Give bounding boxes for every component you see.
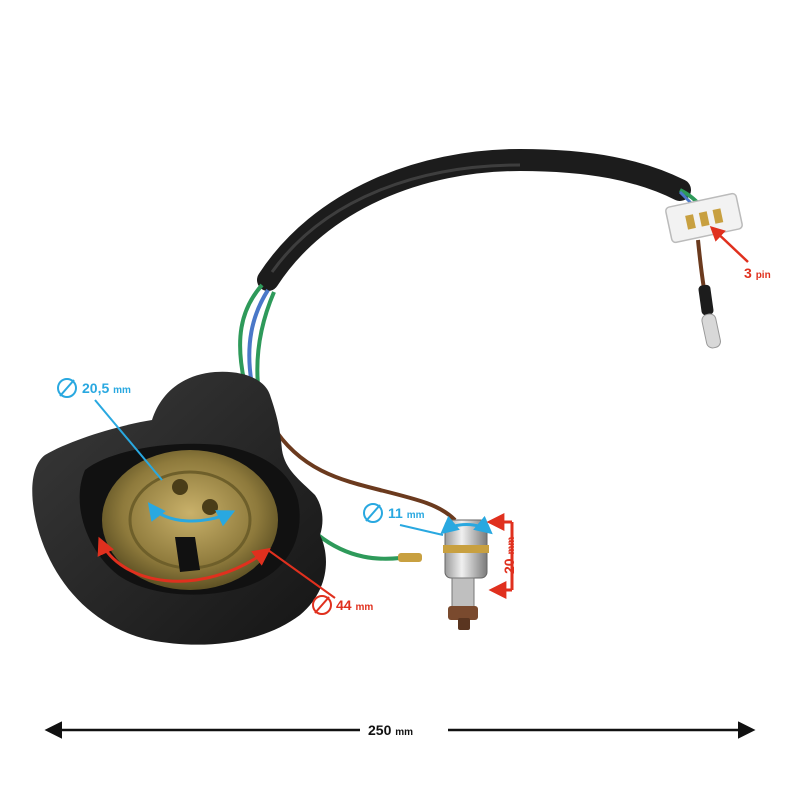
- small-height-label: 20 mm: [501, 537, 517, 574]
- inner-diameter-annotation: [57, 378, 236, 527]
- small-height-annotation: [486, 513, 514, 599]
- bulb-socket: [32, 371, 326, 645]
- black-heat-shrink: [698, 284, 714, 316]
- outer-diameter-annotation: [97, 536, 336, 615]
- pin-count-annotation: [709, 225, 749, 263]
- black-cable: [257, 148, 691, 291]
- green-wire: [316, 533, 401, 561]
- green-wire-terminal: [398, 553, 422, 562]
- green-wire-upper-2: [255, 291, 276, 386]
- bullet-terminal: [701, 313, 721, 349]
- total-length-label: 250 mm: [368, 722, 413, 738]
- blue-wire-upper: [247, 288, 270, 386]
- green-wire-upper: [238, 283, 264, 386]
- inner-diameter-label: 20,5 mm: [82, 380, 131, 396]
- brown-wire: [270, 423, 457, 522]
- small-diameter-label: 11 mm: [388, 505, 425, 521]
- small-bulb-holder: [443, 519, 489, 630]
- outer-diameter-label: 44 mm: [336, 597, 373, 613]
- pin-count-label: 3 pin: [744, 265, 771, 281]
